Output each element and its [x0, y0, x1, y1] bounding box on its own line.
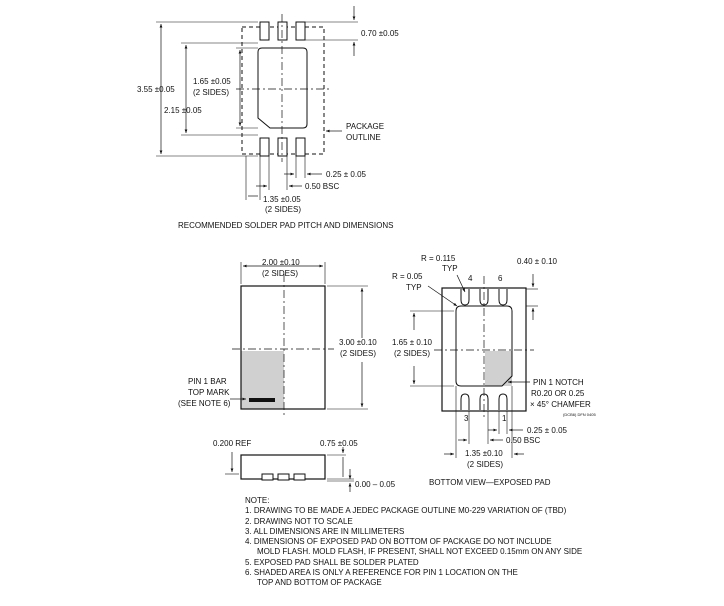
bottom-lead [498, 289, 508, 306]
pin1-notch-2: R0.20 OR 0.25 [531, 389, 585, 398]
note-line: 4. DIMENSIONS OF EXPOSED PAD ON BOTTOM O… [245, 537, 552, 547]
solder-pad [295, 137, 306, 157]
bottom-lead [498, 393, 508, 410]
radius-1: R = 0.115 [421, 254, 456, 263]
bottom-view-caption: BOTTOM VIEW—EXPOSED PAD [429, 478, 551, 487]
dim-width-2: (2 SIDES) [262, 269, 298, 278]
bottom-view [410, 274, 538, 458]
dim-pitch: 0.50 BSC [305, 182, 339, 191]
radius-typ-2: TYP [406, 283, 422, 292]
dim-exposed-2: (2 SIDES) [394, 349, 430, 358]
bottom-lead [460, 289, 470, 306]
dim-height-1: 3.00 ±0.10 [339, 338, 377, 347]
notes: NOTE: 1. DRAWING TO BE MADE A JEDEC PACK… [245, 496, 705, 589]
exposed-solder-pad [257, 47, 308, 129]
radius-2: R = 0.05 [392, 272, 423, 281]
dim-overall-height: 3.55 ±0.05 [137, 85, 175, 94]
solder-pad [259, 137, 270, 157]
dim-exposed-1: 1.65 ± 0.10 [392, 338, 433, 347]
side-view-labels: 0.200 REF 0.75 ±0.05 0.00 – 0.05 [213, 439, 396, 489]
solder-pad [259, 21, 270, 41]
note-line: MOLD FLASH. MOLD FLASH, IF PRESENT, SHAL… [257, 547, 583, 557]
dim-pitch-bottom: 0.50 BSC [506, 436, 540, 445]
solder-pad-caption: RECOMMENDED SOLDER PAD PITCH AND DIMENSI… [178, 221, 393, 230]
package-top-labels: 2.00 ±0.10 (2 SIDES) 3.00 ±0.10 (2 SIDES… [178, 258, 377, 408]
dim-lead-width: 0.25 ± 0.05 [326, 170, 367, 179]
dim-pad-width: 0.70 ±0.05 [361, 29, 399, 38]
exposed-pad [455, 305, 513, 387]
dim-exposed-len-1: 1.35 ±0.10 [465, 449, 503, 458]
pin1-bar-label-3: (SEE NOTE 6) [178, 399, 231, 408]
pin6-label: 6 [498, 274, 503, 283]
dim-width-1: 2.00 ±0.10 [262, 258, 300, 267]
dim-pad-len-1: 1.35 ±0.05 [263, 195, 301, 204]
bottom-view-labels: R = 0.115 TYP R = 0.05 TYP 4 6 3 1 0.40 … [392, 254, 596, 487]
side-lead [261, 473, 274, 481]
note-line: 2. DRAWING NOT TO SCALE [245, 516, 353, 526]
dim-lead: 0.75 ±0.05 [320, 439, 358, 448]
dim-ref: 0.200 REF [213, 439, 251, 448]
pin1-bar-label-1: PIN 1 BAR [188, 377, 227, 386]
package-top-view [230, 262, 368, 416]
note-line: 5. EXPOSED PAD SHALL BE SOLDER PLATED [245, 557, 419, 567]
pin1-bar-mark [249, 398, 275, 402]
package-outline-label-2: OUTLINE [346, 133, 381, 142]
dim-lead-width-bottom: 0.25 ± 0.05 [527, 426, 568, 435]
pin3-label: 3 [464, 414, 469, 423]
pin4-label: 4 [468, 274, 473, 283]
side-lead [293, 473, 306, 481]
solder-pad-labels: 0.70 ±0.05 3.55 ±0.05 1.65 ±0.05 (2 SIDE… [137, 29, 399, 230]
dim-standoff: 0.00 – 0.05 [355, 480, 396, 489]
solder-pad [277, 137, 288, 157]
dim-pad-len-2: (2 SIDES) [265, 205, 301, 214]
package-body [240, 285, 326, 410]
note-line: 6. SHADED AREA IS ONLY A REFERENCE FOR P… [245, 568, 518, 578]
radius-typ-1: TYP [442, 264, 458, 273]
dim-pad-height-3: 2.15 ±0.05 [164, 106, 202, 115]
package-outline-label-1: PACKAGE [346, 122, 384, 131]
dim-exposed-len-2: (2 SIDES) [467, 460, 503, 469]
note-line: 3. ALL DIMENSIONS ARE IN MILLIMETERS [245, 526, 405, 536]
drawing-code: (DCB6) DFN 0405 [563, 412, 596, 417]
solder-pad [295, 21, 306, 41]
solder-pad-view [156, 6, 358, 200]
dim-height-2: (2 SIDES) [340, 349, 376, 358]
dim-pad-height-2: (2 SIDES) [193, 88, 229, 97]
note-line: 1. DRAWING TO BE MADE A JEDEC PACKAGE OU… [245, 506, 567, 516]
dim-pad: 0.40 ± 0.10 [517, 257, 558, 266]
notes-heading: NOTE: [245, 496, 270, 505]
side-view [225, 447, 354, 492]
note-line: TOP AND BOTTOM OF PACKAGE [257, 578, 382, 588]
dim-pad-height-1: 1.65 ±0.05 [193, 77, 231, 86]
pin1-label: 1 [502, 414, 507, 423]
pin1-bar-label-2: TOP MARK [188, 388, 230, 397]
pin1-notch-3: × 45° CHAMFER [530, 400, 591, 409]
side-lead [277, 473, 290, 481]
pin1-notch-1: PIN 1 NOTCH [533, 378, 584, 387]
bottom-lead [460, 393, 470, 410]
solder-pad [277, 21, 288, 41]
